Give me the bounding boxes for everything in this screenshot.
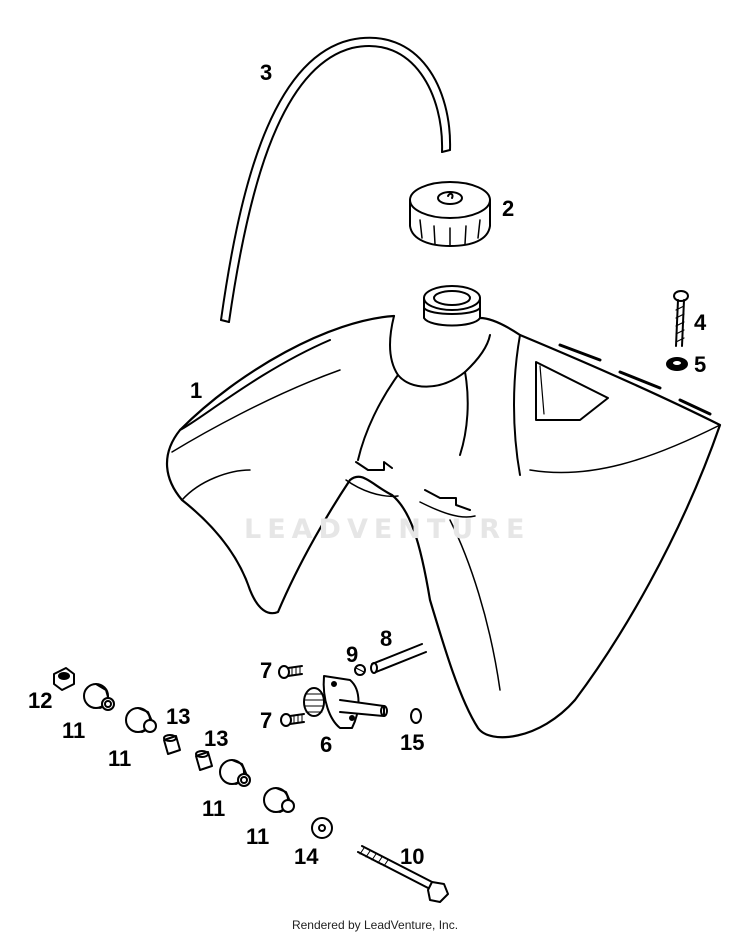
callout-5: 5 xyxy=(694,352,707,377)
callout-6: 6 xyxy=(320,732,333,757)
watermark: LEADVENTURE xyxy=(244,514,531,545)
callout-7-upper: 7 xyxy=(260,658,273,683)
callout-11-a: 11 xyxy=(62,718,86,743)
hose-clip xyxy=(354,664,366,676)
rubber-bushing-2 xyxy=(125,707,157,733)
breather-hose xyxy=(220,37,452,323)
callout-8: 8 xyxy=(380,626,393,651)
footer-credit: Rendered by LeadVenture, Inc. xyxy=(291,918,459,932)
o-ring xyxy=(410,708,422,724)
fuel-line xyxy=(370,643,427,674)
callout-1: 1 xyxy=(190,378,203,403)
rubber-bushing-4 xyxy=(263,787,295,813)
spacer-sleeve-2 xyxy=(195,750,213,771)
callout-12: 12 xyxy=(28,688,53,713)
callout-3: 3 xyxy=(260,60,273,85)
callout-15: 15 xyxy=(400,730,425,755)
callout-2: 2 xyxy=(502,196,515,221)
callout-11-b: 11 xyxy=(108,746,132,771)
lock-nut xyxy=(53,667,75,691)
washer xyxy=(666,357,688,371)
callout-13-a: 13 xyxy=(166,704,191,729)
flat-washer xyxy=(311,817,333,839)
fuel-petcock xyxy=(303,675,388,729)
callout-10: 10 xyxy=(400,844,425,869)
rubber-bushing-3 xyxy=(219,759,251,787)
callout-11-c: 11 xyxy=(202,796,226,821)
callout-4: 4 xyxy=(694,310,707,335)
callout-14: 14 xyxy=(294,844,319,869)
spacer-sleeve-1 xyxy=(163,734,181,755)
callout-7-lower: 7 xyxy=(260,708,273,733)
rubber-bushing-1 xyxy=(83,683,115,711)
petcock-screw-lower xyxy=(280,713,305,727)
callout-13-b: 13 xyxy=(204,726,229,751)
filler-cap xyxy=(409,181,491,247)
callout-11-d: 11 xyxy=(246,824,270,849)
petcock-screw-upper xyxy=(278,665,303,679)
mounting-screw xyxy=(673,290,689,347)
callout-9: 9 xyxy=(346,642,359,667)
fuel-tank xyxy=(166,285,722,739)
hex-bolt xyxy=(357,845,449,903)
